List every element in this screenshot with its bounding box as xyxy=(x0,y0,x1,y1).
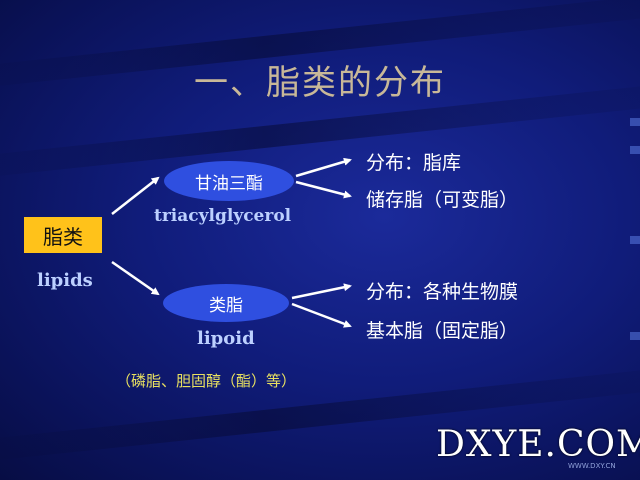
edge-tick xyxy=(630,146,640,154)
edge-tick xyxy=(630,236,640,244)
lipoid-examples-note: （磷脂、胆固醇（酯）等） xyxy=(116,372,297,390)
watermark-logo: DXYE.COM xyxy=(436,424,640,465)
edge-tick xyxy=(630,332,640,340)
slide-title: 一、脂类的分布 xyxy=(194,63,446,103)
leaf-triacylglycerol-storage: 储存脂（可变脂） xyxy=(366,189,519,211)
watermark-url: WWW.DXY.CN xyxy=(568,462,616,470)
branch-latin-lipoid: lipoid xyxy=(197,328,255,349)
arrow-lipoid-leaf-2 xyxy=(291,302,352,328)
leaf-lipoid-distribution: 分布：各种生物膜 xyxy=(366,281,519,303)
arrow-root-to-triacylglycerol xyxy=(111,176,160,215)
leaf-lipoid-basic: 基本脂（固定脂） xyxy=(366,320,519,342)
arrow-lipoid-leaf-1 xyxy=(291,283,352,300)
arrow-root-to-lipoid xyxy=(111,260,160,296)
leaf-triacylglycerol-distribution: 分布：脂库 xyxy=(366,152,462,174)
branch-node-lipoid: 类脂 xyxy=(163,284,289,322)
root-latin-label: lipids xyxy=(37,270,93,291)
branch-latin-triacylglycerol: triacylglycerol xyxy=(154,206,292,226)
arrow-triacylglycerol-leaf-2 xyxy=(295,180,352,199)
edge-tick xyxy=(630,118,640,126)
branch-node-triacylglycerol: 甘油三酯 xyxy=(164,161,294,201)
root-node-box: 脂类 xyxy=(24,217,102,253)
arrow-triacylglycerol-leaf-1 xyxy=(295,157,352,178)
